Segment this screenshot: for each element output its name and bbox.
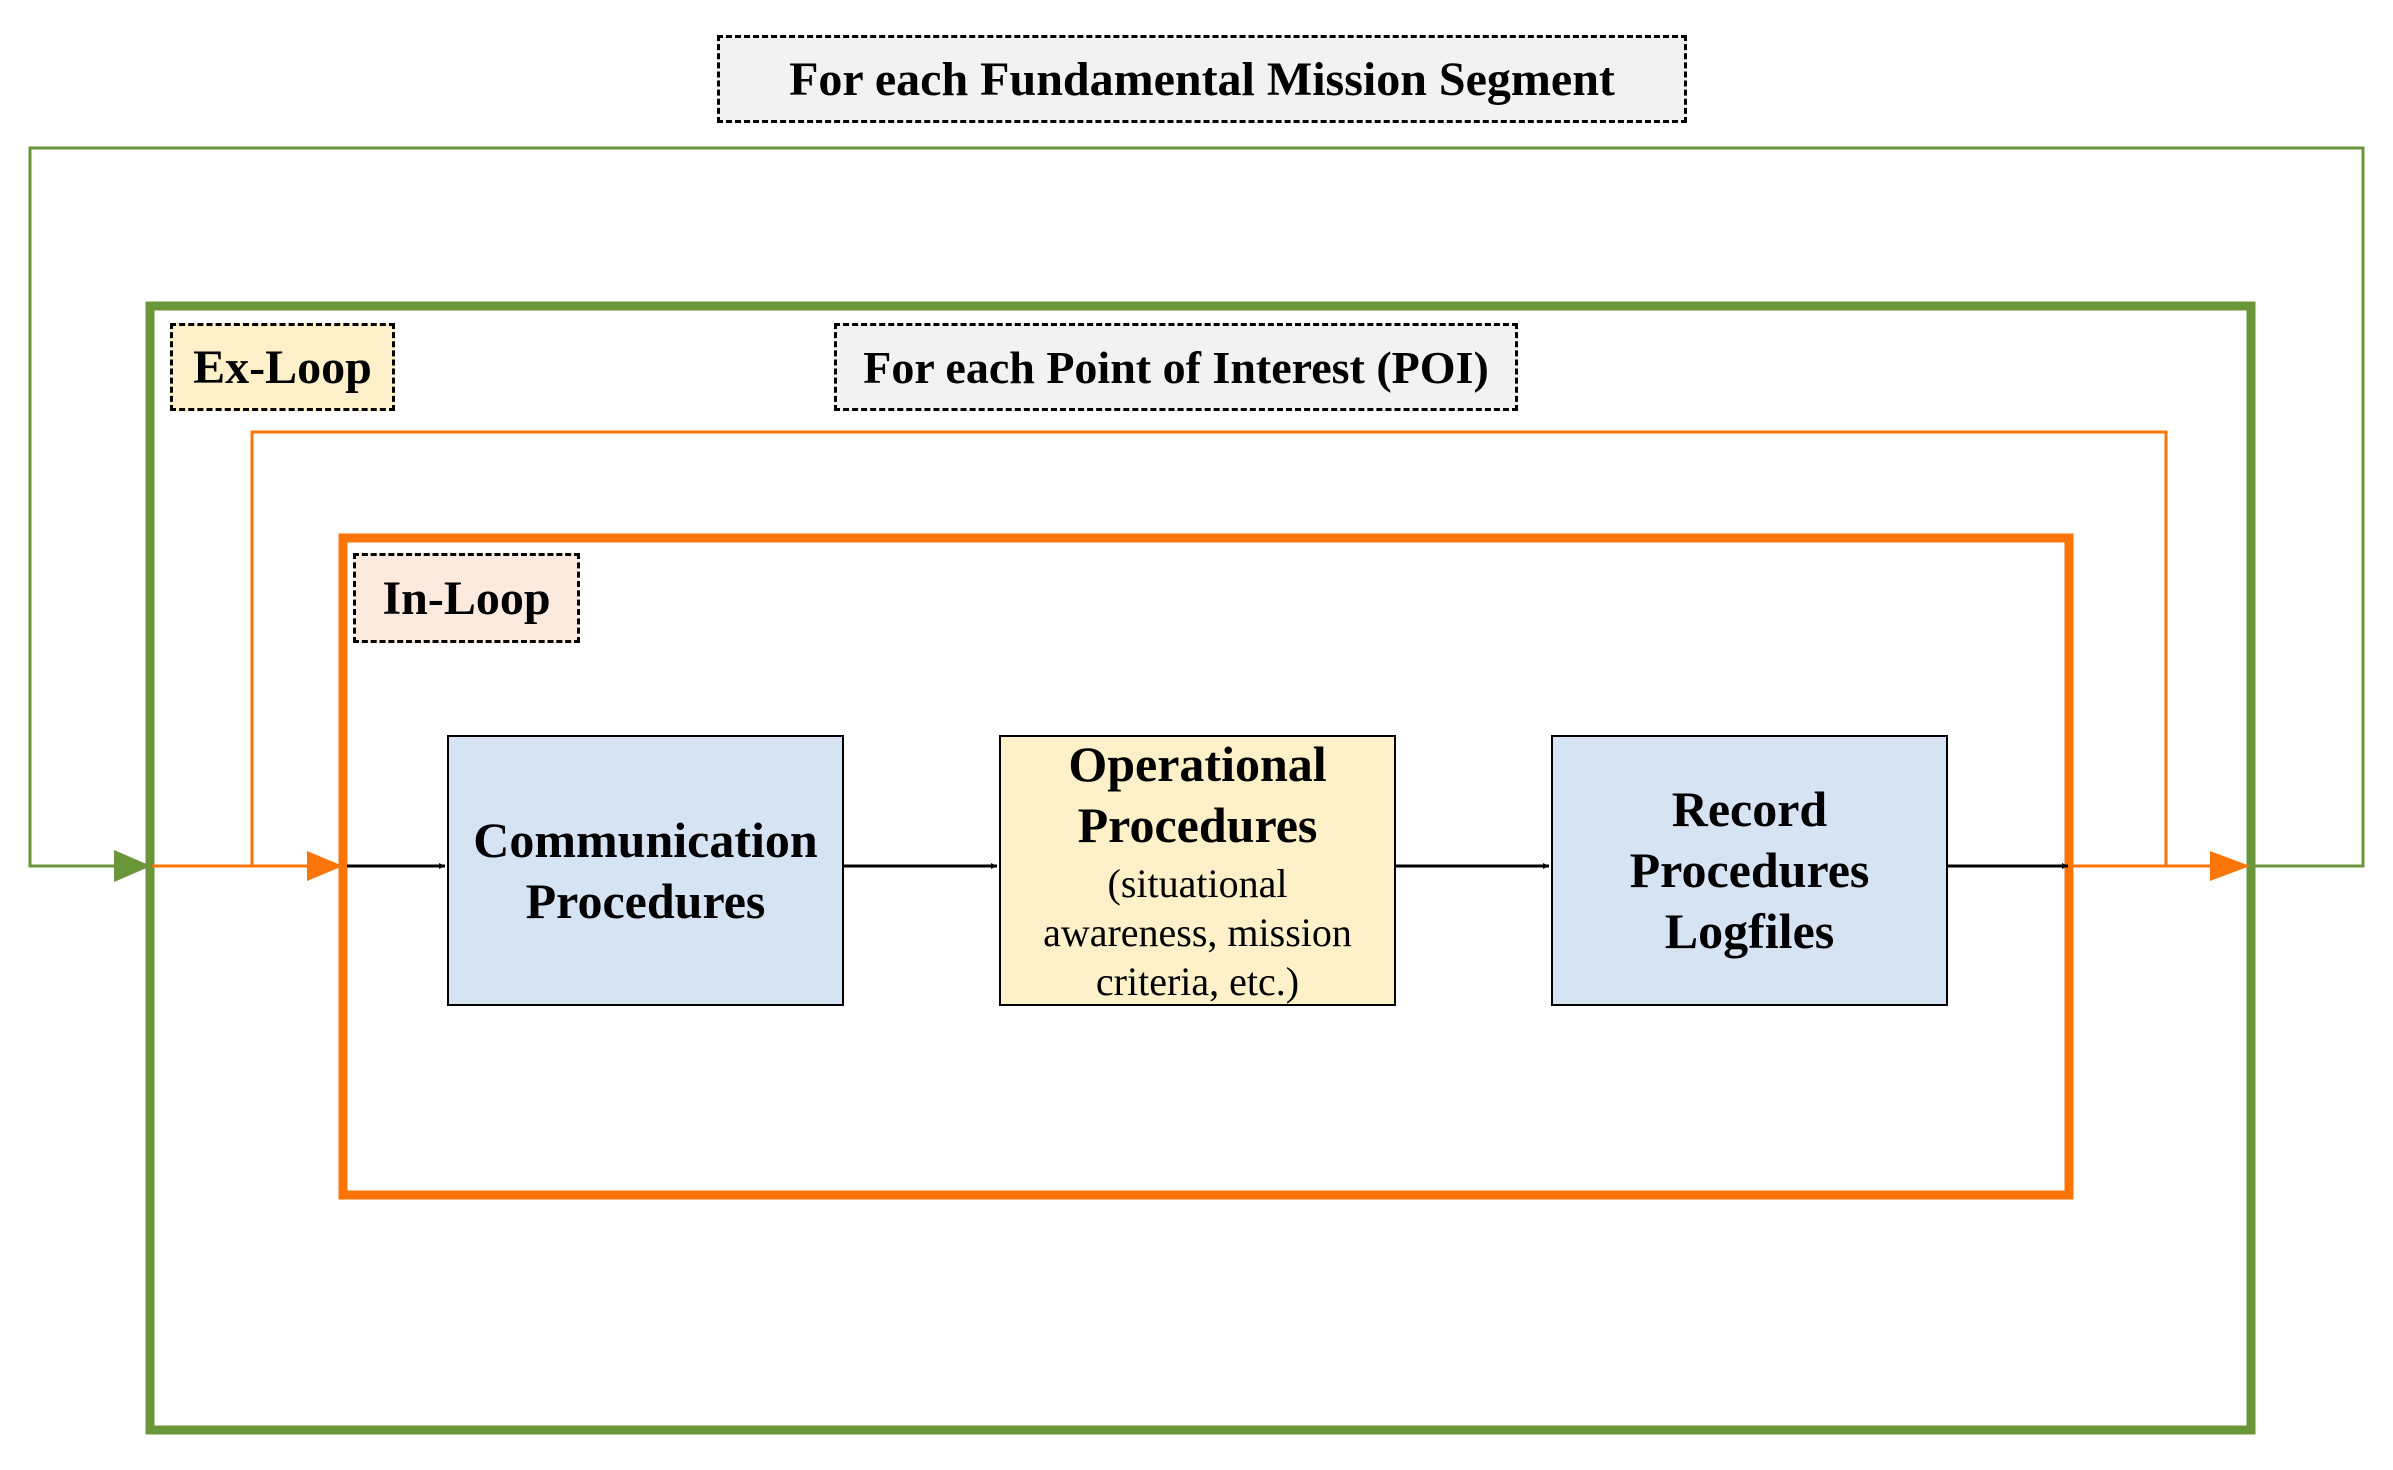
- exit-arrow-head: [2210, 851, 2250, 881]
- mission-segment-label: For each Fundamental Mission Segment: [717, 35, 1687, 123]
- operational-title-line2: Procedures: [1077, 797, 1318, 854]
- record-title-line2: Procedures: [1629, 842, 1870, 898]
- record-title-line1: Record: [1671, 781, 1828, 837]
- ex-loop-label: Ex-Loop: [170, 323, 395, 411]
- mission-loop-arrow-head: [114, 850, 151, 882]
- operational-detail-line3: criteria, etc.): [1095, 958, 1300, 1004]
- record-title-line3: Logfiles: [1664, 903, 1835, 959]
- communication-title-line1: Communication: [473, 811, 818, 868]
- operational-detail-line2: awareness, mission: [1043, 910, 1352, 956]
- in-loop-label: In-Loop: [353, 553, 580, 643]
- operational-detail-line1: (situational: [1107, 861, 1288, 907]
- poi-loop-line: [250, 430, 2168, 866]
- communication-title-line2: Procedures: [525, 872, 766, 929]
- ex-loop-box: [145, 301, 2256, 1435]
- record-procedures-box: Record Procedures Logfiles: [1551, 735, 1948, 1006]
- mission-segment-loop-line: [28, 146, 2365, 868]
- entry-arrow-head: [307, 851, 343, 881]
- poi-label: For each Point of Interest (POI): [834, 323, 1518, 411]
- operational-title-line1: Operational: [1068, 736, 1327, 793]
- operational-procedures-box: Operational Procedures (situational awar…: [999, 735, 1396, 1006]
- communication-procedures-box: Communication Procedures: [447, 735, 844, 1006]
